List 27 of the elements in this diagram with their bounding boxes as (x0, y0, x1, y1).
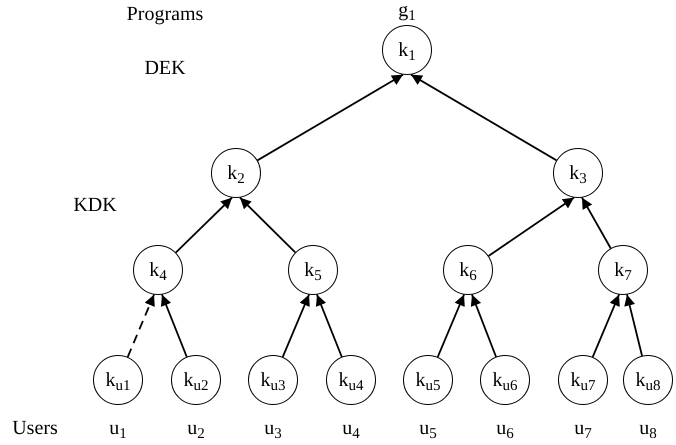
arrow (488, 196, 574, 257)
level-label: KDK (73, 195, 117, 215)
arrow (436, 294, 465, 358)
arrow (175, 197, 233, 254)
arrow (239, 197, 296, 254)
node-caption: u$_{8}$ (639, 418, 657, 438)
arrow (581, 197, 612, 249)
arrow (410, 74, 557, 162)
node-caption: u$_{4}$ (342, 418, 360, 438)
arrow (126, 294, 155, 358)
arrow (470, 294, 497, 357)
arrow (592, 294, 620, 358)
level-label: DEK (144, 58, 186, 78)
node-caption: u$_{1}$ (109, 418, 127, 438)
level-label: Users (12, 418, 58, 438)
level-label: Programs (126, 4, 204, 24)
arrow (257, 74, 404, 162)
arrow (160, 294, 188, 358)
arrow (316, 294, 343, 358)
node-caption: u$_{3}$ (264, 418, 282, 438)
node-caption: g$_{1}$ (398, 0, 416, 20)
arrow (624, 294, 643, 356)
arrow (282, 294, 310, 358)
node-caption: u$_{5}$ (419, 418, 437, 438)
node-caption: u$_{2}$ (187, 418, 205, 438)
node-caption: u$_{6}$ (496, 418, 514, 438)
node-caption: u$_{7}$ (574, 418, 592, 438)
